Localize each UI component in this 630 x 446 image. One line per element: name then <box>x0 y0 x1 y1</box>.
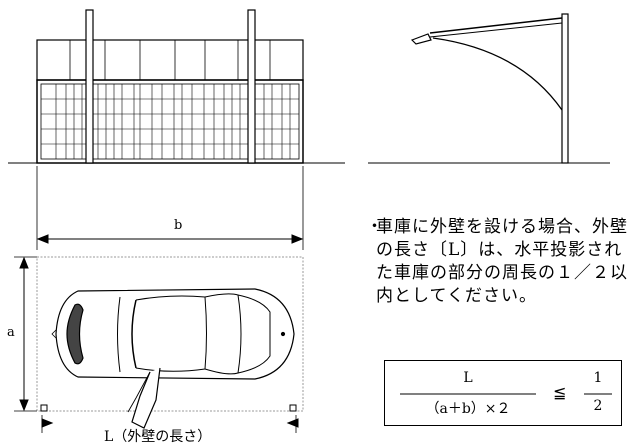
roof-support-arc <box>432 37 563 111</box>
grid-wall <box>36 79 304 164</box>
dimension-b <box>36 166 304 250</box>
dimension-a <box>14 256 37 412</box>
note-block: ・ 車庫に外壁を設ける場合、外壁の長さ〔L〕は、水平投影された車庫の部分の周長の… <box>366 216 628 308</box>
note-text: 車庫に外壁を設ける場合、外壁の長さ〔L〕は、水平投影された車庫の部分の周長の１／… <box>376 217 628 306</box>
note-bullet: ・ <box>366 217 384 237</box>
formula-box <box>384 360 622 426</box>
dimension-b-label: b <box>174 218 183 233</box>
roof-gutter <box>410 33 432 45</box>
horizontal-projection <box>36 256 304 412</box>
car-top-view <box>51 288 295 429</box>
formula-denominator: （a＋b）×２ <box>425 401 511 417</box>
plan-post-right <box>289 404 297 412</box>
formula-numerator: L <box>463 370 473 386</box>
dimension-l <box>41 415 299 433</box>
side-post <box>561 13 569 164</box>
formula-operator: ≦ <box>553 383 567 402</box>
roof-panel-dividers <box>69 40 271 80</box>
roof-top-edge <box>429 17 563 34</box>
plan-post-left <box>40 404 48 412</box>
formula-rhs-numerator: 1 <box>593 370 603 386</box>
roof-band <box>36 39 304 81</box>
formula-rhs-denominator: 2 <box>593 398 603 414</box>
plan-view <box>36 256 304 429</box>
right-post <box>247 9 256 164</box>
left-post <box>85 9 94 164</box>
dimension-a-label: a <box>7 325 15 340</box>
dimension-l-label: L（外壁の長さ） <box>104 429 212 445</box>
carport-side-elevation <box>368 13 610 164</box>
grid-lines <box>41 84 299 159</box>
carport-front-elevation <box>8 9 345 164</box>
open-door <box>131 367 161 429</box>
